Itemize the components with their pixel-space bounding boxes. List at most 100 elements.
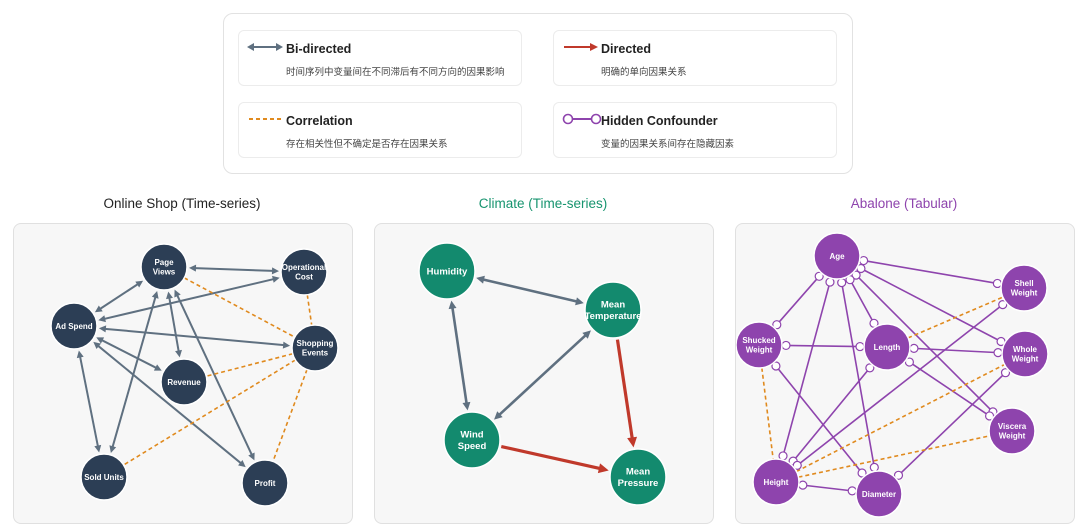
hidden-confounder-icon — [562, 113, 602, 125]
shop-edge-page_views-profit-arrowhead-end — [248, 452, 255, 461]
climate-edge-mean_temperature-mean_pressure-arrowhead — [627, 436, 638, 448]
shop-node-label: Views — [153, 268, 176, 277]
shop-node-circle — [291, 324, 339, 372]
shop-edge-page_views-sold_units-arrowhead-end — [109, 445, 117, 453]
shop-node-circle — [241, 459, 289, 507]
abalone-edge-age-whole_weight — [860, 267, 1002, 343]
climate-node-circle — [609, 448, 667, 506]
shop-node-label: Operational — [282, 263, 326, 272]
directed-arrow-icon — [564, 43, 598, 51]
shop-edge-ad_spend-profit-arrowhead-start — [93, 341, 101, 350]
abalone-node-height: Height — [752, 458, 800, 506]
abalone-edge-whole_weight-diameter-marker-end — [893, 470, 904, 480]
abalone-node-circle — [988, 407, 1036, 455]
climate-node-circle — [418, 242, 476, 300]
climate-edge-wind_speed-mean_temperature-arrowhead-start — [494, 411, 503, 420]
climate-edge-humidity-wind_speed-arrowhead-end — [462, 401, 471, 411]
legend-directed-title: Directed — [601, 42, 652, 56]
climate-graph: HumidityMeanTemperatureWindSpeedMeanPres… — [418, 242, 667, 506]
shop-edge-page_views-profit-arrowhead-start — [174, 289, 181, 298]
shop-edge-ad_spend-operational_cost — [103, 278, 275, 320]
climate-node-label: Mean — [601, 300, 625, 311]
abalone-node-age: Age — [813, 232, 861, 280]
abalone-node-label: Viscera — [998, 422, 1027, 431]
abalone-node-circle — [813, 232, 861, 280]
legend-correlation-title: Correlation — [286, 114, 353, 128]
abalone-edge-shucked_weight-height — [761, 367, 774, 460]
climate-edge-wind_speed-mean_pressure — [500, 444, 603, 471]
shop-node-circle — [50, 302, 98, 350]
abalone-edge-shucked_weight-length — [785, 344, 861, 348]
abalone-edge-height-whole_weight — [796, 363, 1005, 473]
shop-edge-ad_spend-revenue-arrowhead-end — [153, 364, 162, 371]
abalone-edge-shell_weight-height-marker-start — [998, 300, 1008, 310]
legend-hidden-title: Hidden Confounder — [601, 114, 718, 128]
shop-node-ad_spend: Ad Spend — [50, 302, 98, 350]
climate-node-label: Temperature — [585, 311, 642, 322]
shop-edge-ad_spend-operational_cost-arrowhead-end — [272, 275, 280, 283]
shop-node-label: Sold Units — [84, 473, 124, 482]
shop-node-circle — [160, 358, 208, 406]
shop-node-circle — [80, 453, 128, 501]
shop-edge-ad_spend-sold_units — [79, 356, 99, 447]
shop-edge-page_views-operational_cost-arrowhead-end — [271, 267, 280, 275]
climate-edges — [448, 275, 638, 474]
abalone-edge-height-diameter-marker-start — [798, 480, 808, 490]
climate-node-circle — [584, 281, 642, 339]
shop-edge-page_views-sold_units — [111, 296, 157, 448]
abalone-node-label: Diameter — [862, 490, 896, 499]
abalone-edge-age-diameter — [840, 282, 876, 468]
legend-hidden: Hidden Confounder 变量的因果关系间存在隐藏因素 — [553, 102, 837, 158]
shop-edge-shopping_events-revenue — [206, 353, 293, 377]
abalone-node-length: Length — [863, 323, 911, 371]
abalone-edge-length-viscera_weight — [908, 361, 991, 417]
abalone-node-label: Length — [874, 343, 901, 352]
shop-edge-shopping_events-profit — [272, 369, 308, 462]
abalone-edge-shucked_weight-diameter — [775, 365, 863, 474]
abalone-node-diameter: Diameter — [855, 470, 903, 518]
abalone-edge-length-whole_weight-marker-start — [909, 343, 919, 353]
abalone-node-circle — [863, 323, 911, 371]
shop-panel-title: Online Shop (Time-series) — [103, 196, 261, 211]
climate-edge-humidity-wind_speed-arrowhead-start — [448, 300, 457, 310]
shop-node-circle — [140, 243, 188, 291]
shop-edge-operational_cost-shopping_events — [306, 294, 313, 326]
abalone-edge-length-height — [792, 367, 871, 462]
abalone-node-label: Height — [764, 478, 789, 487]
climate-node-label: Speed — [458, 441, 487, 452]
abalone-edge-whole_weight-diameter-marker-start — [1000, 368, 1011, 378]
climate-edge-humidity-mean_temperature-arrowhead-end — [575, 297, 584, 306]
shop-node-label: Revenue — [167, 378, 201, 387]
climate-edge-wind_speed-mean_temperature-arrowhead-end — [582, 330, 591, 339]
abalone-edge-age-shell_weight-marker-start — [859, 255, 869, 266]
climate-node-label: Pressure — [618, 478, 659, 489]
abalone-edge-length-whole_weight-marker-end — [993, 348, 1003, 358]
legend-hidden-desc: 变量的因果关系间存在隐藏因素 — [601, 139, 735, 150]
abalone-edge-shucked_weight-length-marker-end — [855, 341, 865, 352]
abalone-edge-age-shucked_weight-marker-end — [772, 320, 782, 330]
legend-correlation: Correlation 存在相关性但不确定是否存在因果关系 — [238, 102, 522, 158]
abalone-edge-age-height — [782, 281, 831, 457]
abalone-node-label: Age — [829, 252, 845, 261]
abalone-edge-age-shucked_weight-marker-start — [814, 271, 824, 281]
climate-edge-wind_speed-mean_pressure-arrowhead — [597, 463, 609, 474]
abalone-node-circle — [1000, 264, 1048, 312]
shop-node-revenue: Revenue — [160, 358, 208, 406]
legend-bidirected-desc: 时间序列中变量间在不同滞后有不同方向的因果影响 — [286, 67, 505, 78]
shop-edge-page_views-ad_spend-arrowhead-start — [135, 280, 144, 288]
shop-node-label: Profit — [255, 479, 276, 488]
shop-edge-ad_spend-shopping_events-arrowhead-start — [98, 325, 107, 333]
shop-node-label: Ad Spend — [55, 322, 92, 331]
shop-edge-page_views-revenue — [168, 297, 180, 352]
shop-edge-page_views-ad_spend — [99, 283, 139, 310]
climate-edge-humidity-mean_temperature-arrowhead-start — [476, 275, 485, 284]
